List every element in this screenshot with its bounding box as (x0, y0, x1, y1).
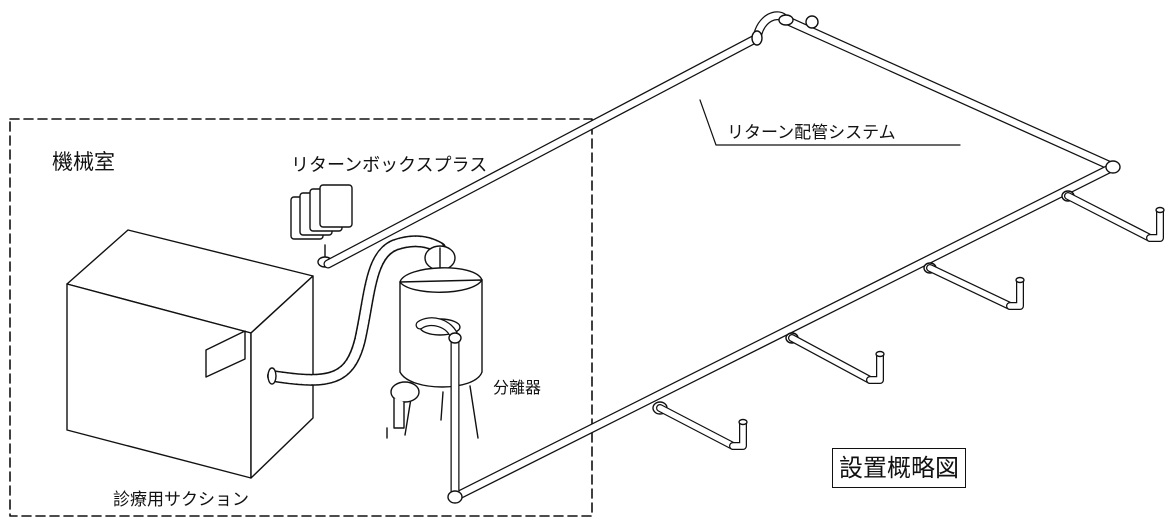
return-piping-system-label: リターン配管システム (727, 123, 896, 143)
installation-overview-title: 設置概略図 (832, 448, 966, 488)
branch-drop-2 (923, 262, 1025, 310)
dental-suction-unit (66, 229, 314, 479)
piping-leader-line (699, 99, 961, 146)
dental-suction-label: 診療用サクション (113, 490, 249, 510)
branch-drop-4 (652, 401, 748, 450)
separator-label: 分離器 (493, 378, 542, 397)
branch-drop-1 (1061, 190, 1165, 242)
flexible-hose (267, 235, 446, 386)
machine-room-label: 機械室 (52, 150, 115, 174)
separator-tank (386, 245, 483, 439)
branch-drop-3 (785, 332, 885, 384)
machine-room-boundary (9, 118, 593, 517)
return-piping (323, 11, 1121, 504)
return-box-plus-label: リターンボックスプラス (291, 155, 488, 176)
return-box-plus (290, 184, 353, 268)
suction-unit-panel (205, 330, 246, 378)
